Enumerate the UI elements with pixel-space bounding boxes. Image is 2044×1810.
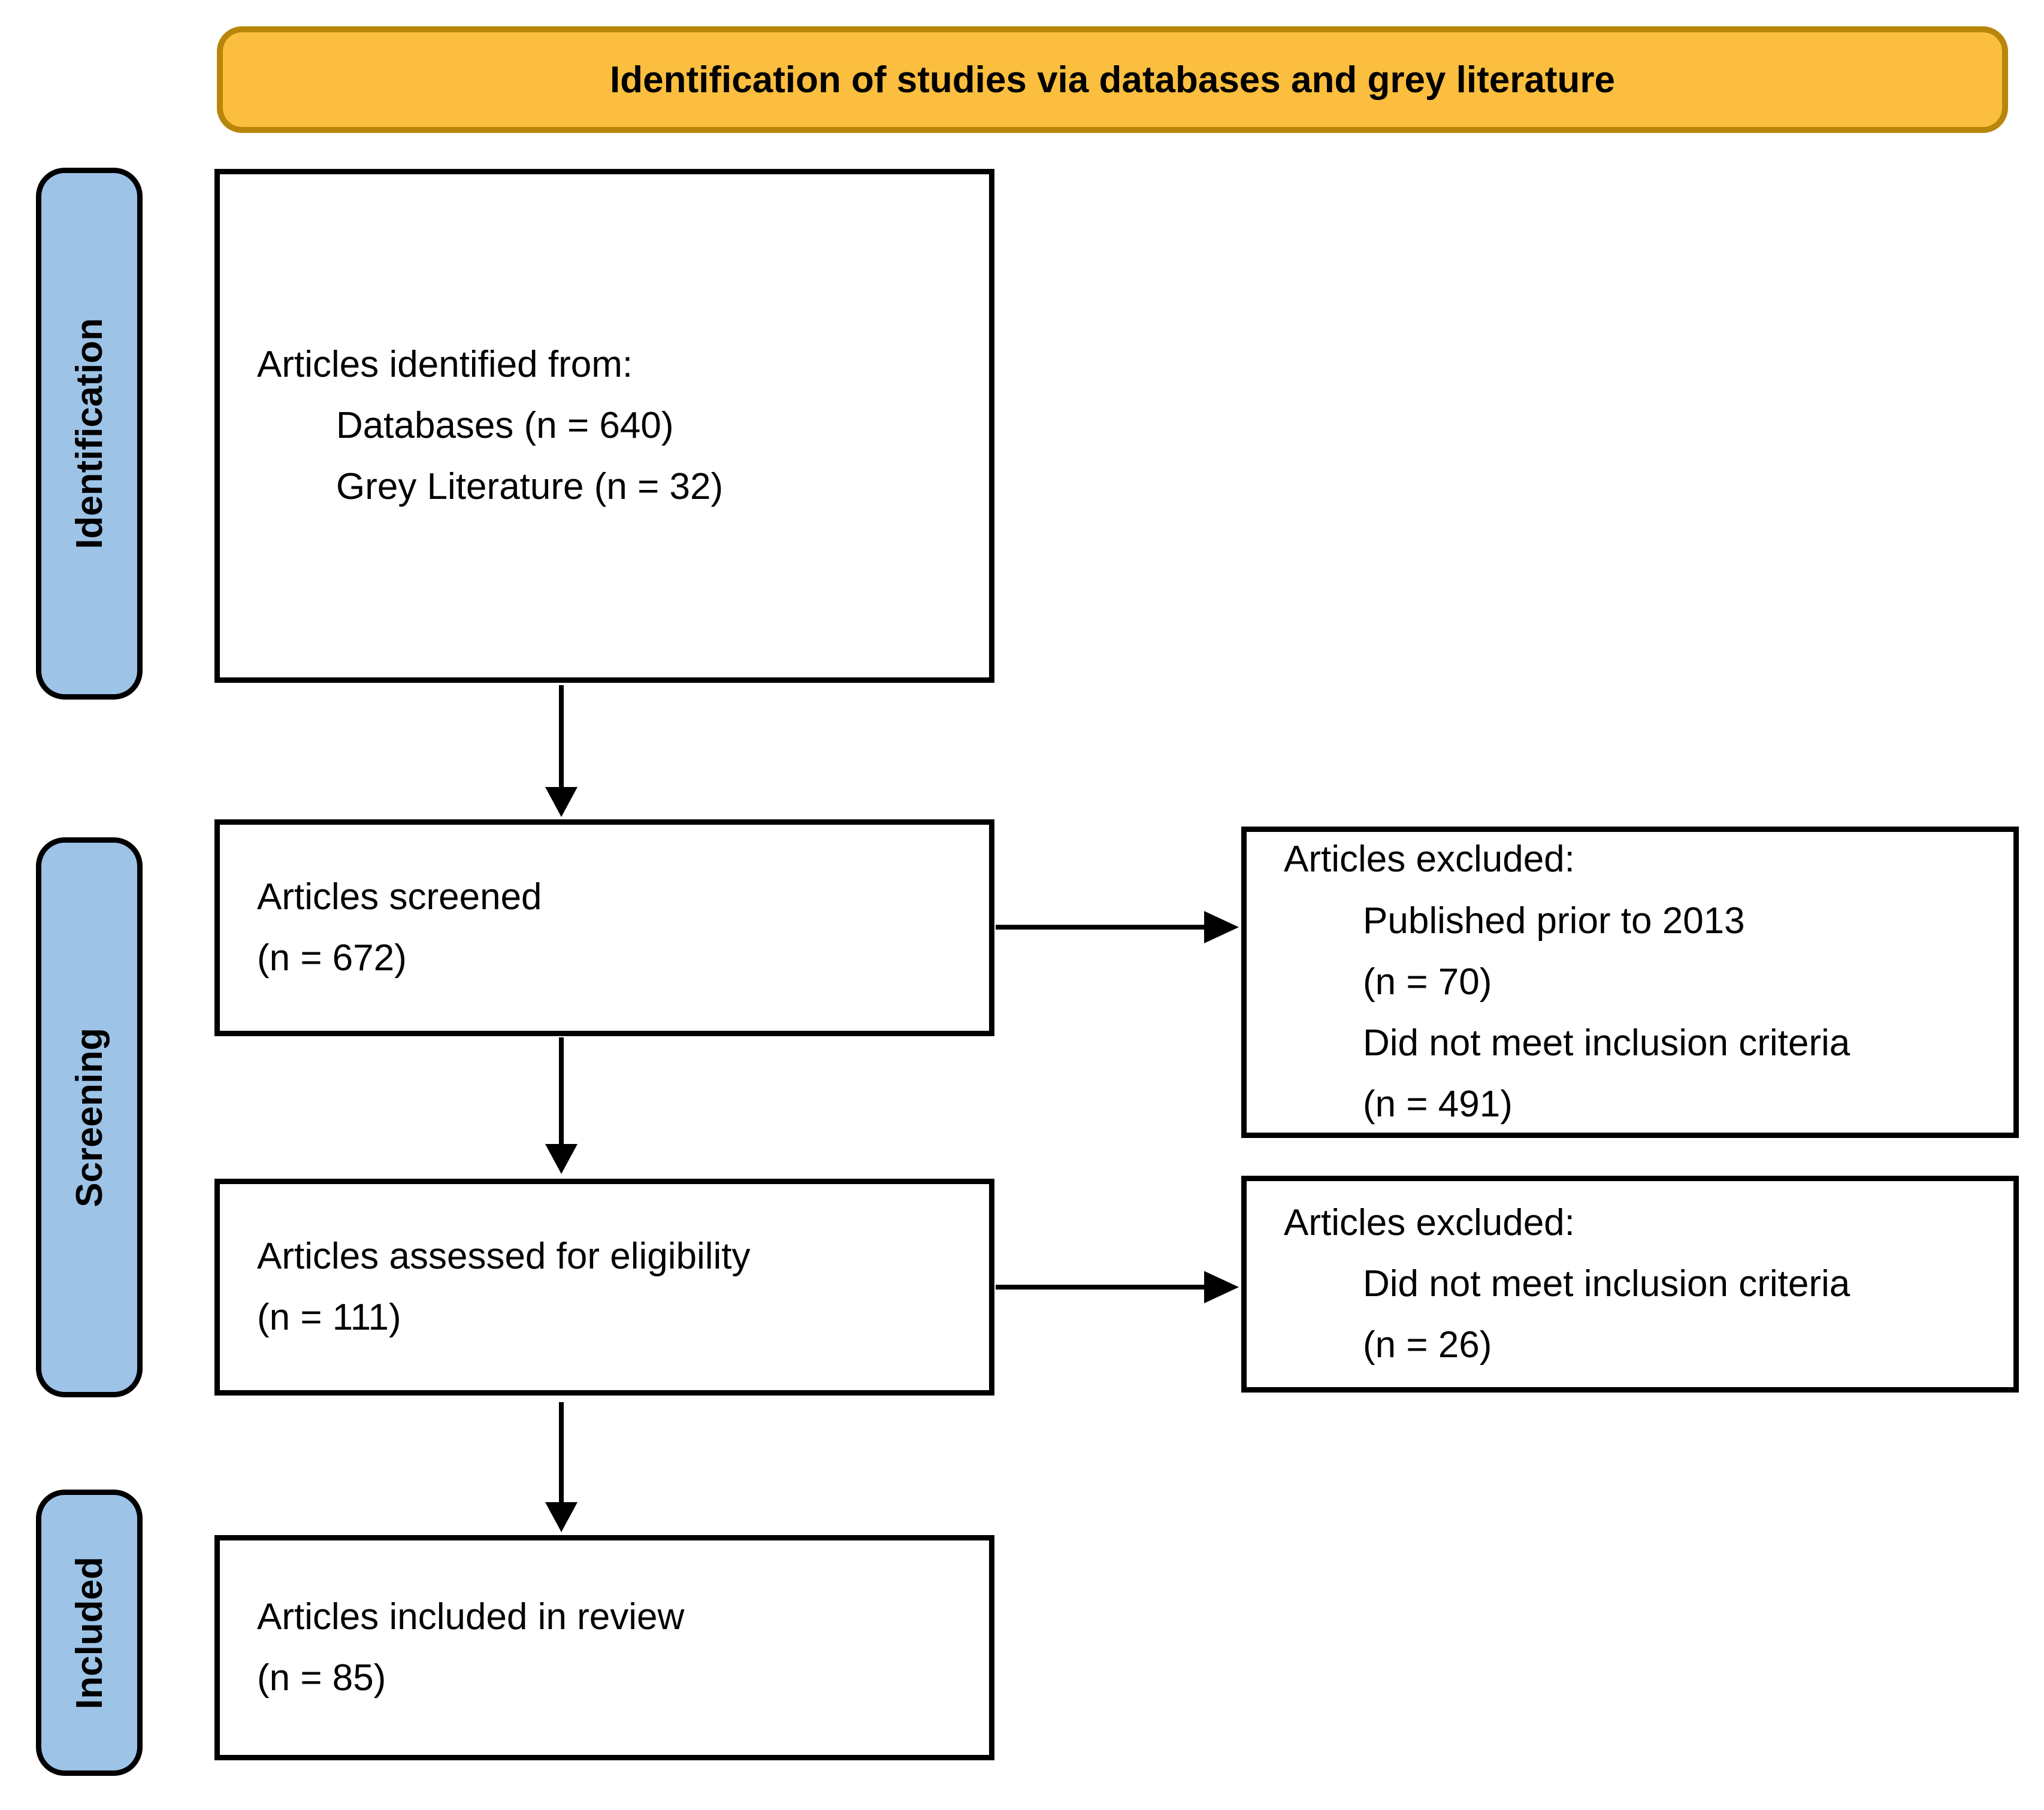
down-arrow-identified-to-screened-icon (545, 685, 577, 817)
arrow-head (545, 1144, 577, 1174)
arrow-stem (559, 1037, 564, 1146)
arrow-head (545, 787, 577, 817)
box-articles-excluded-screening: Articles excluded: Published prior to 20… (1241, 827, 2019, 1138)
arrow-stem (996, 1285, 1207, 1290)
box-articles-screened-line1: Articles screened (257, 876, 542, 918)
box-articles-identified-item-databases: Databases (n = 640) (336, 404, 674, 446)
down-arrow-screened-to-assessed-icon (545, 1037, 577, 1174)
box-excluded-2-count-1: (n = 26) (1363, 1324, 1492, 1366)
box-articles-assessed: Articles assessed for eligibility (n = 1… (214, 1179, 994, 1396)
arrow-head (1204, 911, 1239, 943)
box-excluded-1-reason-2: Did not meet inclusion criteria (1363, 1022, 1851, 1064)
box-excluded-2-reason-1: Did not meet inclusion criteria (1363, 1263, 1851, 1304)
box-articles-identified-heading: Articles identified from: (257, 343, 633, 385)
arrow-head (545, 1502, 577, 1532)
box-excluded-1-count-1: (n = 70) (1363, 961, 1492, 1003)
banner: Identification of studies via databases … (217, 26, 2008, 133)
stage-label-included: Included (36, 1490, 143, 1776)
box-articles-included: Articles included in review (n = 85) (214, 1535, 994, 1760)
down-arrow-assessed-to-included-icon (545, 1402, 577, 1532)
stage-label-screening-text: Screening (68, 1027, 110, 1207)
box-articles-screened-count: (n = 672) (257, 937, 407, 979)
box-articles-assessed-count: (n = 111) (257, 1297, 401, 1338)
box-articles-assessed-line1: Articles assessed for eligibility (257, 1235, 751, 1277)
stage-label-identification-text: Identification (68, 318, 110, 549)
box-articles-screened: Articles screened (n = 672) (214, 819, 994, 1036)
stage-label-included-text: Included (68, 1556, 110, 1709)
box-excluded-1-heading: Articles excluded: (1284, 839, 1575, 880)
arrow-stem (559, 1402, 564, 1505)
right-arrow-screened-to-excluded-icon (996, 911, 1239, 943)
stage-label-screening: Screening (36, 837, 143, 1397)
box-articles-included-count: (n = 85) (257, 1657, 386, 1699)
banner-title: Identification of studies via databases … (610, 59, 1615, 101)
stage-label-identification: Identification (36, 168, 143, 700)
box-excluded-1-reason-1: Published prior to 2013 (1363, 900, 1745, 942)
box-excluded-1-count-2: (n = 491) (1363, 1083, 1513, 1125)
box-articles-identified: Articles identified from: Databases (n =… (214, 169, 994, 683)
arrow-stem (559, 685, 564, 789)
arrow-head (1204, 1271, 1239, 1303)
right-arrow-assessed-to-excluded-icon (996, 1271, 1239, 1303)
arrow-stem (996, 925, 1207, 930)
box-articles-included-line1: Articles included in review (257, 1596, 685, 1638)
box-articles-excluded-eligibility: Articles excluded: Did not meet inclusio… (1241, 1176, 2019, 1393)
box-excluded-2-heading: Articles excluded: (1284, 1201, 1575, 1243)
box-articles-identified-item-grey-literature: Grey Literature (n = 32) (336, 466, 724, 508)
